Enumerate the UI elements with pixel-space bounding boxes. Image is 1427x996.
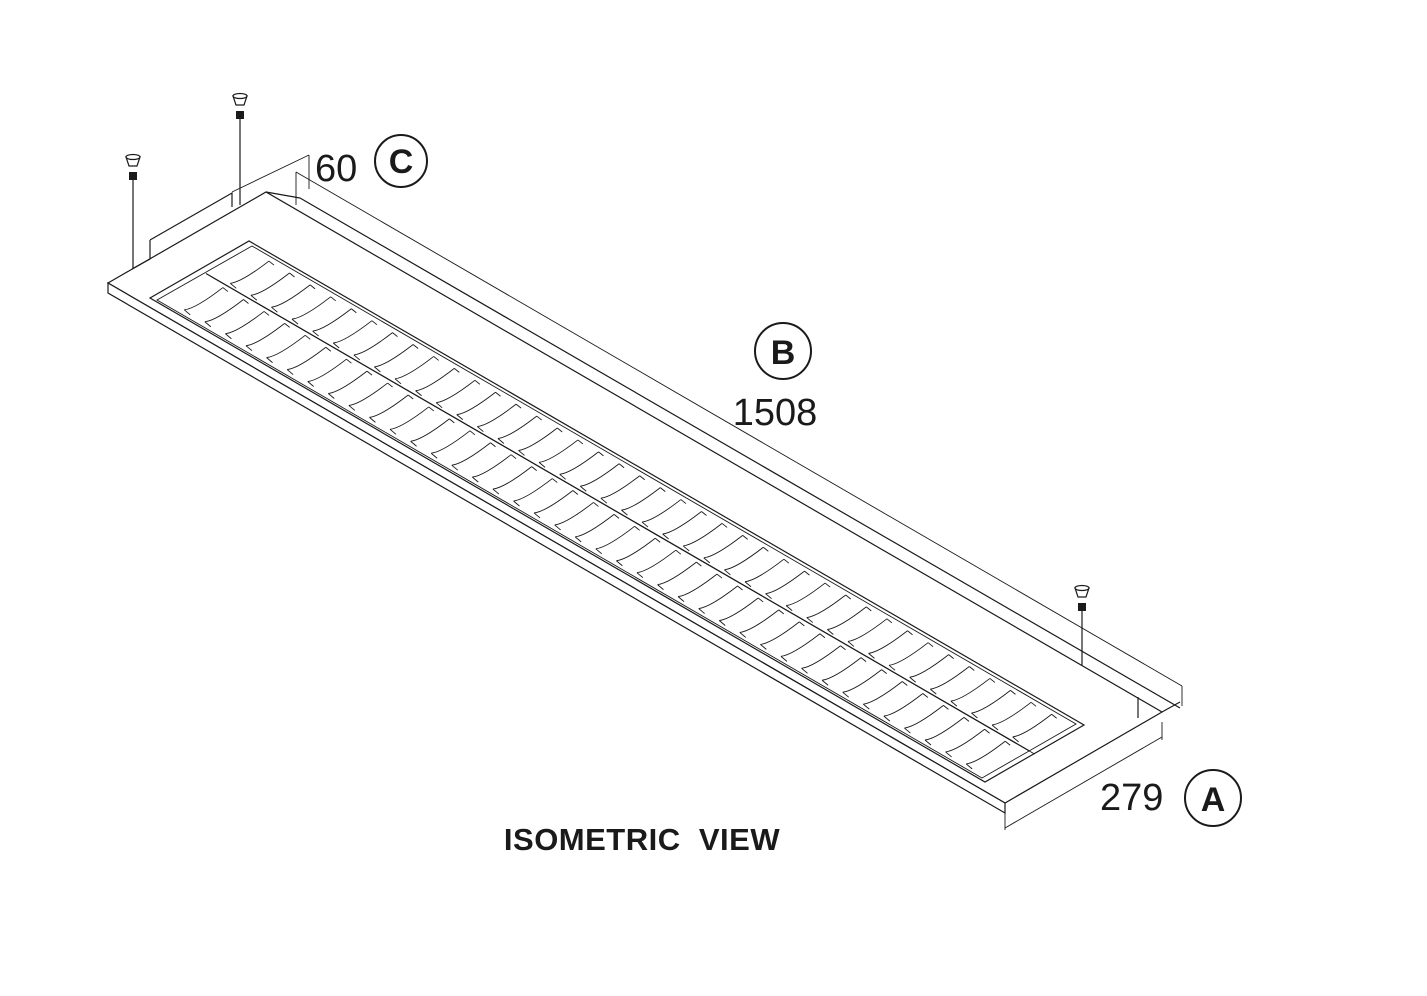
louver-blade	[862, 681, 908, 710]
width-letter: A	[1201, 781, 1226, 819]
louver-blade	[991, 701, 1037, 731]
louver-blade	[389, 406, 435, 435]
louver-blade	[554, 502, 599, 531]
louver-blade	[492, 466, 537, 495]
louver-blade	[415, 368, 460, 397]
suspension-hanger	[232, 92, 248, 205]
louver-blade	[909, 654, 954, 683]
louver-blade	[950, 678, 996, 707]
louver-blade	[883, 693, 929, 722]
louver-blade	[827, 606, 872, 635]
view-title: ISOMETRIC VIEW	[504, 822, 780, 857]
louver-blade	[698, 585, 743, 614]
height-value: 60	[315, 148, 357, 190]
louver-blade	[621, 487, 666, 516]
louver-blade	[245, 323, 290, 352]
louver-blade	[229, 260, 275, 289]
length-letter-circle	[754, 322, 812, 380]
suspension-hanger	[125, 153, 141, 268]
louver-blade	[718, 597, 764, 626]
louver-blade	[451, 442, 496, 471]
louver-blade	[574, 514, 620, 543]
louver-blade	[332, 320, 378, 349]
louver-blade	[1012, 713, 1057, 743]
height-letter-circle	[374, 134, 428, 188]
louver-blade	[513, 478, 558, 507]
louver-blade	[888, 642, 934, 671]
louver-blade	[271, 284, 316, 313]
louver-blade	[369, 394, 414, 423]
louver-blade	[636, 549, 682, 579]
louver-blade	[662, 511, 707, 540]
louver-blade	[225, 311, 270, 340]
louver-blade	[518, 427, 563, 456]
louver-blade	[394, 356, 439, 385]
louver-blade	[348, 382, 393, 411]
louver-blade	[266, 334, 311, 363]
height-letter: C	[389, 143, 414, 181]
louver-blade	[744, 558, 790, 588]
louver-blade	[291, 296, 336, 325]
louver-blade	[904, 705, 949, 734]
louver-row-divider-edge	[210, 276, 1035, 755]
louver-blade	[842, 669, 887, 698]
louver-blade	[435, 379, 481, 409]
suspension-hanger	[1074, 584, 1090, 665]
louver-blade	[579, 463, 625, 492]
louver-blade	[641, 499, 687, 528]
louver-blade	[538, 439, 584, 468]
louver-blade	[472, 454, 517, 483]
louver-blade	[477, 403, 522, 432]
width-value: 279	[1100, 777, 1163, 819]
louver-blade	[559, 451, 604, 480]
louver-blade	[801, 645, 846, 674]
louver-blade	[600, 475, 645, 504]
louver-blade	[785, 582, 831, 611]
louver-blade	[657, 561, 702, 591]
luminaire-body	[106, 191, 1181, 815]
louver-blade	[806, 594, 851, 623]
louver-blade	[739, 609, 785, 638]
louver-blade	[780, 633, 826, 662]
louver-blade	[430, 430, 476, 459]
width-letter-circle	[1184, 769, 1242, 827]
louver-blade	[353, 332, 398, 361]
louver-grid	[183, 260, 1057, 770]
louver-blade	[410, 418, 455, 447]
louver-blade	[703, 534, 748, 564]
louver-blade	[945, 728, 990, 758]
louver-blade	[250, 272, 295, 301]
louver-blade	[821, 657, 867, 686]
length-letter: B	[771, 334, 796, 372]
louver-blade	[312, 308, 357, 337]
louver-blade	[183, 287, 229, 316]
louver-blade	[533, 490, 579, 519]
louver-blade	[204, 299, 249, 328]
length-value: 1508	[733, 392, 818, 434]
louver-blade	[286, 346, 332, 375]
louver-blade	[924, 716, 970, 746]
louver-blade	[456, 391, 501, 420]
louver-blade	[965, 740, 1011, 770]
louver-blade	[929, 666, 975, 695]
louver-blade	[765, 570, 810, 600]
louver-blade	[971, 690, 1016, 719]
louver-blade	[682, 523, 728, 552]
louver-blade	[327, 370, 373, 399]
louver-blade	[677, 573, 723, 602]
louver-blade	[760, 621, 805, 650]
louver-blade	[847, 618, 893, 647]
louver-blade	[307, 358, 352, 387]
louver-blade	[374, 344, 419, 373]
louver-blade	[595, 525, 640, 555]
louver-blade	[724, 546, 769, 576]
louver-blade	[868, 630, 913, 659]
suspension-cables	[125, 92, 1090, 665]
louver-blade	[497, 415, 542, 444]
dimension-lines	[231, 154, 1183, 830]
louver-blade	[616, 537, 661, 567]
